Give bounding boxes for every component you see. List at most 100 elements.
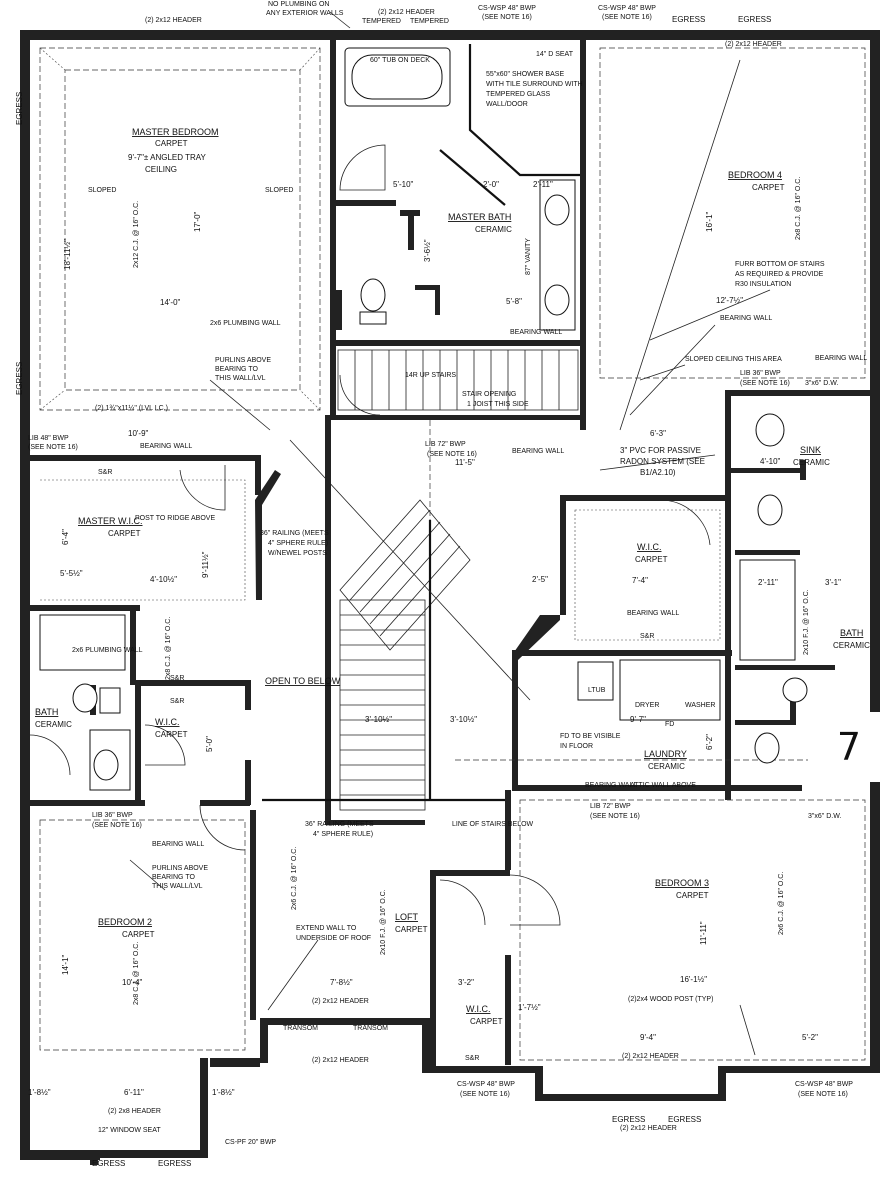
note-egress-left-1: EGRESS — [15, 92, 24, 125]
dim-5-0: 5'-0" — [205, 736, 214, 752]
dim-1-7: 1'-7½" — [518, 1003, 541, 1012]
room-floor-master-bath: CERAMIC — [475, 225, 512, 234]
dim-master-height: 17'-0" — [193, 211, 202, 232]
note-sr-left-1: S&R — [170, 675, 184, 682]
dim-6-2: 6'-2" — [705, 734, 714, 750]
note-bearing-wall-bath: BEARING WALL — [510, 329, 562, 336]
dim-5-8: 5'-8" — [506, 297, 522, 306]
room-name-master-bath: MASTER BATH — [448, 212, 511, 222]
note-plumbing-wall-bath: 2x6 PLUMBING WALL — [72, 647, 143, 654]
note-sr-master: S&R — [98, 469, 112, 476]
dim-9-4: 9'-4" — [640, 1033, 656, 1042]
room-name-wic-bottom: W.I.C. — [466, 1004, 491, 1014]
room-name-master-wic: MASTER W.I.C. — [78, 516, 143, 526]
joist-master: 2x12 C.J. @ 16" O.C. — [133, 201, 140, 268]
dim-3-6: 3'-6½" — [423, 239, 432, 262]
note-header-loft: (2) 2x12 HEADER — [312, 998, 369, 1005]
note-header-top-left: (2) 2x12 HEADER — [145, 17, 202, 24]
note-furr-2: AS REQUIRED & PROVIDE — [735, 271, 824, 278]
dim-4-10-sink: 4'-10" — [760, 457, 781, 466]
dim-3-10-left: 3'-10½" — [365, 715, 392, 724]
note-cs-wsp-top-1: CS-WSP 48" BWP — [478, 5, 536, 12]
note-bearing-wall-bed2: BEARING WALL — [152, 841, 204, 848]
dim-16-1b: 16'-1½" — [680, 975, 707, 984]
note-lib-36-left: LIB 36" BWP — [92, 812, 133, 819]
note-see16-lib72: (SEE NOTE 16) — [427, 451, 477, 458]
note-header-bay: (2) 2x12 HEADER — [312, 1057, 369, 1064]
room-name-laundry: LAUNDRY — [644, 749, 687, 759]
note-railing-2: 4" SPHERE RULE) — [268, 540, 328, 547]
note-egress-top-1: EGRESS — [672, 15, 705, 24]
note-wood-post: (2)2x4 WOOD POST (TYP) — [628, 996, 713, 1003]
room-labels: MASTER BEDROOM CARPET 9'-7"± ANGLED TRAY… — [35, 127, 870, 1026]
dim-2-11-bath: 2'-11" — [758, 578, 778, 587]
note-purlins-3: THIS WALL/LVL — [215, 375, 266, 382]
dim-9-11: 9'-11½" — [201, 551, 210, 578]
note-bearing-wall-wic-center: BEARING WALL — [627, 610, 679, 617]
note-dryer: DRYER — [635, 702, 659, 709]
room-floor-bedroom-2: CARPET — [122, 930, 155, 939]
note-see16-bottom-2: (SEE NOTE 16) — [798, 1091, 848, 1098]
note-lib-72-lower: LIB 72" BWP — [590, 803, 631, 810]
dim-2-11: 2'-11" — [533, 180, 553, 189]
note-bearing-wall-stair: BEARING WALL — [512, 448, 564, 455]
note-railing-lower-1: 36" RAILING (MEETS — [305, 821, 374, 828]
note-stair-opening: STAIR OPENING — [462, 391, 516, 398]
note-pvc-3: B1/A2.10) — [640, 468, 676, 477]
leader-lines — [129, 11, 771, 1056]
dim-6-4: 6'-4" — [61, 529, 70, 545]
note-sloped-ceiling: SLOPED CEILING THIS AREA — [685, 356, 782, 363]
dim-3-1: 3'-1" — [825, 578, 841, 587]
joist-ceiling-loft: 2x6 C.J. @ 16" O.C. — [291, 847, 298, 910]
room-name-bedroom-4: BEDROOM 4 — [728, 170, 782, 180]
note-furr-1: FURR BOTTOM OF STAIRS — [735, 261, 825, 268]
joist-bedroom3: 2x6 C.J. @ 16" O.C. — [778, 872, 785, 935]
page-number-badge: 7 — [808, 712, 890, 782]
joist-wic-left: 2x8 C.J. @ 16" O.C. — [165, 617, 172, 680]
room-floor-bath-left: CERAMIC — [35, 720, 72, 729]
note-shower-1: 55"x60" SHOWER BASE — [486, 71, 564, 78]
room-floor-laundry: CERAMIC — [648, 762, 685, 771]
note-shower-3: TEMPERED GLASS — [486, 91, 551, 98]
note-see16-lib36-bed4: (SEE NOTE 16) — [740, 380, 790, 387]
dim-3-10-right: 3'-10½" — [450, 715, 477, 724]
dim-12-7: 12'-7½" — [716, 296, 743, 305]
note-purlins-5: BEARING TO — [152, 874, 195, 881]
note-header-2x8: (2) 2x8 HEADER — [108, 1108, 161, 1115]
joist-bedroom4: 2x8 C.J. @ 16" O.C. — [795, 177, 802, 240]
note-see16-lib36-left: (SEE NOTE 16) — [92, 822, 142, 829]
note-shower-4: WALL/DOOR — [486, 101, 528, 108]
dim-16-1: 16'-1" — [705, 211, 714, 232]
dim-2-5: 2'-5" — [532, 575, 548, 584]
note-cs-pf: CS-PF 20" BWP — [225, 1139, 276, 1146]
dim-3-2: 3'-2" — [458, 978, 474, 987]
note-sloped-right: SLOPED — [265, 187, 293, 194]
note-bearing-wall-sink: BEARING WALL — [815, 355, 867, 362]
dimensions: 17'-0" 14'-0" 18'-11½" 10'-9" 5'-10" 2'-… — [28, 180, 841, 1097]
room-floor-sink: CERAMIC — [793, 458, 830, 467]
interior-walls — [20, 40, 880, 1071]
note-washer: WASHER — [685, 702, 715, 709]
note-egress-bottom-2: EGRESS — [158, 1159, 191, 1168]
note-see16-lib72-lower: (SEE NOTE 16) — [590, 813, 640, 820]
note-lib-72: LIB 72" BWP — [425, 441, 466, 448]
note-purlins-1: PURLINS ABOVE — [215, 357, 271, 364]
dim-1-8-right: 1'-8½" — [212, 1088, 235, 1097]
note-bearing-wall-bedroom4: BEARING WALL — [720, 315, 772, 322]
note-line-stairs: LINE OF STAIRS BELOW — [452, 821, 534, 828]
note-fd-laundry: FD — [665, 721, 674, 728]
ceiling-lines — [39, 47, 866, 1061]
dim-11-5: 11'-5" — [455, 458, 475, 467]
note-cs-wsp-top-2: CS-WSP 48" BWP — [598, 5, 656, 12]
note-sr-center: S&R — [640, 633, 654, 640]
note-see16-bottom-1: (SEE NOTE 16) — [460, 1091, 510, 1098]
note-railing-lower-2: 4" SPHERE RULE) — [313, 831, 373, 838]
note-fd-floor: IN FLOOR — [560, 743, 593, 750]
note-extend-1: EXTEND WALL TO — [296, 925, 357, 932]
room-floor-wic-left: CARPET — [155, 730, 188, 739]
note-egress-bottom-4: EGRESS — [668, 1115, 701, 1124]
note-railing-1: 36" RAILING (MEETS — [260, 530, 329, 537]
room-name-bath-right: BATH — [840, 628, 863, 638]
room-name-bath-left: BATH — [35, 707, 58, 717]
